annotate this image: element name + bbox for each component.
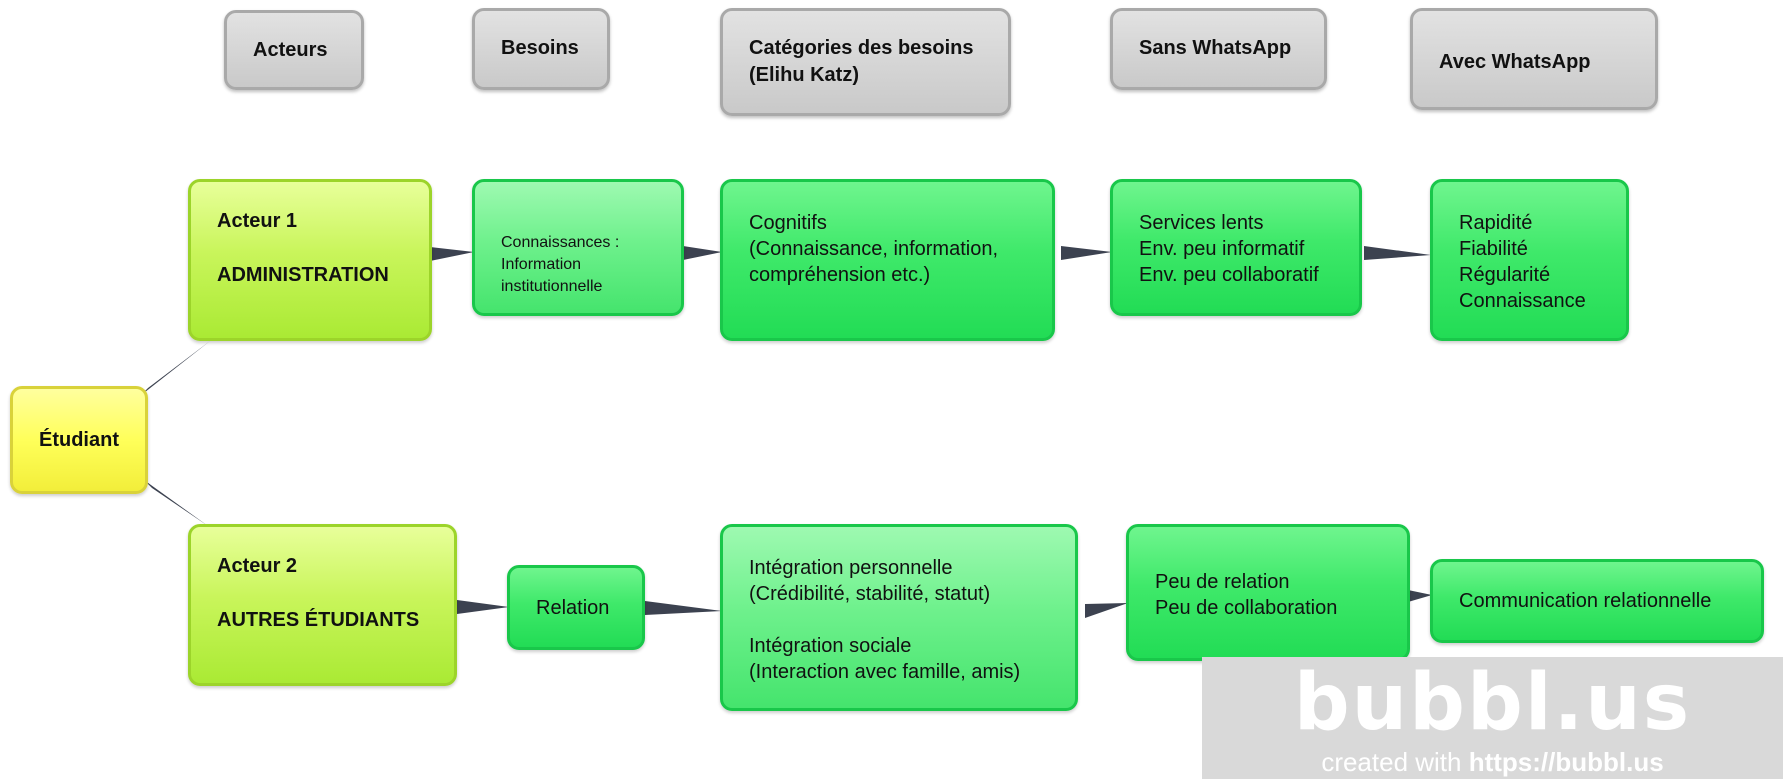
connector-need-category-2 xyxy=(645,601,722,615)
connector-without-with-1 xyxy=(1364,246,1431,260)
header-sans-whatsapp[interactable]: Sans WhatsApp xyxy=(1110,8,1327,90)
node-besoin-relation[interactable]: Relation xyxy=(507,565,645,650)
node-etudiant-label: Étudiant xyxy=(39,428,119,451)
header-acteurs[interactable]: Acteurs xyxy=(224,10,364,90)
node-categorie-cognitifs[interactable]: Cognitifs (Connaissance, information, co… xyxy=(720,179,1055,341)
connector-root-actor2 xyxy=(144,480,208,526)
header-besoins[interactable]: Besoins xyxy=(472,8,610,90)
node-avec-whatsapp-2[interactable]: Communication relationnelle xyxy=(1430,559,1764,643)
header-avec-whatsapp[interactable]: Avec WhatsApp xyxy=(1410,8,1658,110)
node-besoin-connaissances-label: Connaissances : Information institutionn… xyxy=(501,234,620,295)
connector-without-with-2 xyxy=(1408,590,1432,602)
node-acteur-2[interactable]: Acteur 2 AUTRES ÉTUDIANTS xyxy=(188,524,457,686)
connector-actor1-need xyxy=(430,247,474,261)
node-avec-whatsapp-1[interactable]: Rapidité Fiabilité Régularité Connaissan… xyxy=(1430,179,1629,341)
tagline-prefix: created with xyxy=(1321,747,1469,777)
connector-need-category-1 xyxy=(683,246,722,260)
header-acteurs-label: Acteurs xyxy=(253,39,328,61)
header-sans-whatsapp-label: Sans WhatsApp xyxy=(1139,37,1292,59)
connector-category-without-1 xyxy=(1061,246,1112,260)
node-sans-whatsapp-1[interactable]: Services lents Env. peu informatif Env. … xyxy=(1110,179,1362,316)
tagline-url[interactable]: https://bubbl.us xyxy=(1468,747,1664,777)
bubblus-watermark[interactable]: bubbl.us created with https://bubbl.us xyxy=(1202,657,1783,779)
node-sans-whatsapp-1-label: Services lents Env. peu informatif Env. … xyxy=(1139,212,1319,286)
node-besoin-relation-label: Relation xyxy=(536,596,610,619)
bubblus-tagline: created with https://bubbl.us xyxy=(1202,747,1783,777)
connector-root-actor1 xyxy=(140,341,210,396)
node-sans-whatsapp-2[interactable]: Peu de relation Peu de collaboration xyxy=(1126,524,1410,661)
header-categories-label: Catégories des besoins (Elihu Katz) xyxy=(749,37,974,86)
node-acteur-2-label: Acteur 2 AUTRES ÉTUDIANTS xyxy=(217,555,420,631)
connector-actor2-need xyxy=(457,600,509,614)
node-acteur-1-label: Acteur 1 ADMINISTRATION xyxy=(217,210,389,286)
node-etudiant[interactable]: Étudiant xyxy=(10,386,148,494)
node-avec-whatsapp-2-label: Communication relationnelle xyxy=(1459,590,1712,612)
node-sans-whatsapp-2-label: Peu de relation Peu de collaboration xyxy=(1155,571,1338,619)
node-categorie-cognitifs-label: Cognitifs (Connaissance, information, co… xyxy=(749,212,999,286)
connector-category-without-2 xyxy=(1085,603,1128,618)
node-categorie-integration-label: Intégration personnelle (Crédibilité, st… xyxy=(749,557,1021,683)
node-categorie-integration[interactable]: Intégration personnelle (Crédibilité, st… xyxy=(720,524,1078,711)
node-besoin-connaissances[interactable]: Connaissances : Information institutionn… xyxy=(472,179,684,316)
header-besoins-label: Besoins xyxy=(501,37,579,59)
header-avec-whatsapp-label: Avec WhatsApp xyxy=(1439,51,1591,73)
bubblus-logo: bubbl.us xyxy=(1293,658,1692,748)
node-acteur-1[interactable]: Acteur 1 ADMINISTRATION xyxy=(188,179,432,341)
header-categories[interactable]: Catégories des besoins (Elihu Katz) xyxy=(720,8,1011,116)
node-avec-whatsapp-1-label: Rapidité Fiabilité Régularité Connaissan… xyxy=(1459,212,1586,312)
